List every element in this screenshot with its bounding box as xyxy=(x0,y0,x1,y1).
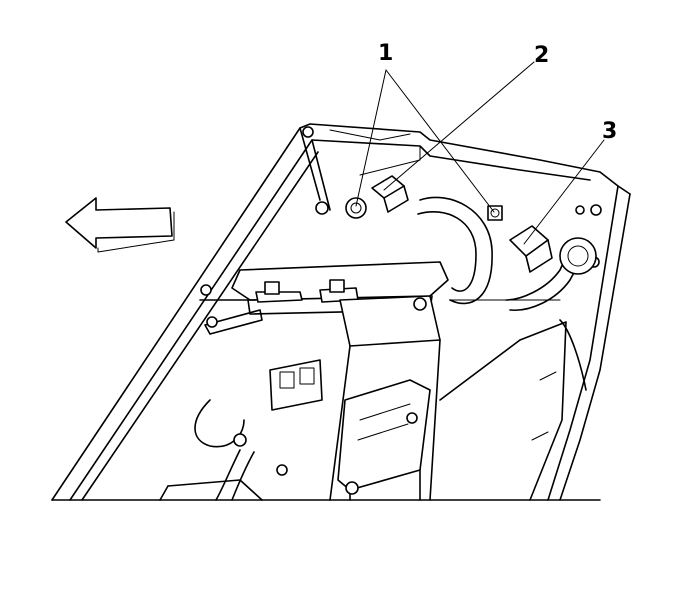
bolt xyxy=(345,197,367,219)
bracket xyxy=(371,175,409,213)
battery-hold-down xyxy=(231,261,449,501)
bolt xyxy=(590,204,602,216)
hold-down-strap xyxy=(199,284,263,335)
battery-cable xyxy=(194,196,589,501)
bolt xyxy=(487,205,503,221)
tray-outline xyxy=(51,123,631,501)
electronic-module xyxy=(337,379,431,501)
callout-2: 2 xyxy=(534,43,549,68)
arrow-left-icon xyxy=(65,197,175,253)
leader-lines xyxy=(355,61,605,245)
battery-terminal xyxy=(509,225,597,275)
bolt xyxy=(413,297,427,311)
fuse-block xyxy=(159,359,323,501)
callout-1: 1 xyxy=(378,41,393,66)
bolt xyxy=(315,201,329,215)
callout-3: 3 xyxy=(602,119,617,144)
side-panel xyxy=(439,299,567,501)
bolt xyxy=(302,126,314,138)
bolt xyxy=(575,205,585,215)
